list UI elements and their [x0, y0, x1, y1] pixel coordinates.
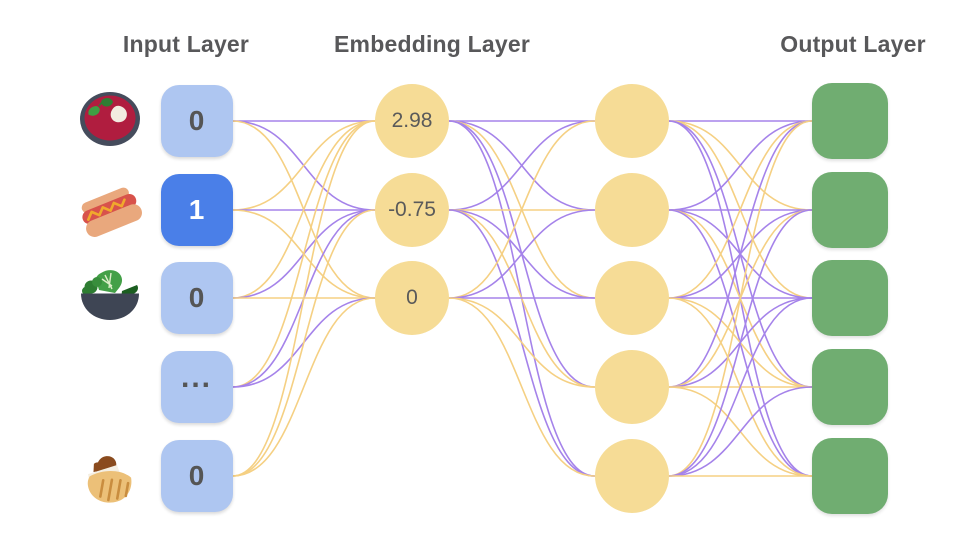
- input-node-4: ...: [160, 351, 233, 423]
- embedding-layer-title: Embedding Layer: [334, 31, 530, 57]
- embedding-node-3-value: 0: [406, 286, 418, 309]
- embedding-node-2-value: -0.75: [388, 198, 436, 221]
- salad-bowl-icon: [78, 264, 142, 328]
- embedding-node-1: 2.98: [375, 84, 449, 158]
- input-node-3: 0: [160, 262, 233, 334]
- output-node-2: [812, 172, 888, 248]
- edge-input5-embedding1: [231, 120, 376, 477]
- edge-input5-embedding2: [231, 209, 376, 477]
- edge-hidden4-output1: [667, 120, 813, 388]
- input-node-4-value: ...: [180, 360, 212, 394]
- edge-hidden5-output2: [667, 209, 813, 477]
- input-node-5: 0: [160, 440, 233, 512]
- embedding-node-2: -0.75: [375, 173, 449, 247]
- edge-hidden5-output3: [667, 297, 813, 477]
- edge-embedding3-hidden1: [448, 120, 596, 299]
- hidden-node-5: [594, 439, 669, 513]
- output-node-3: [812, 260, 888, 336]
- edge-input2-embedding1: [231, 120, 376, 211]
- input-node-5-value: 0: [188, 460, 205, 491]
- stuffed-pita-icon: [78, 450, 142, 514]
- input-node-2: 1: [160, 174, 233, 246]
- hot-dog-icon: [78, 180, 142, 244]
- output-node-5: [812, 438, 888, 514]
- output-node-4: [812, 349, 888, 425]
- borscht-soup-icon: [78, 86, 142, 150]
- edge-hidden5-output1: [667, 120, 813, 477]
- hidden-node-4: [594, 350, 669, 424]
- input-node-1-value: 0: [188, 105, 205, 136]
- edge-embedding3-hidden5: [448, 297, 596, 477]
- input-layer-title: Input Layer: [122, 31, 250, 57]
- hidden-node-3: [594, 261, 669, 335]
- edge-embedding3-hidden4: [448, 297, 596, 388]
- edge-embedding2-hidden1: [448, 120, 596, 211]
- edge-hidden2-output1: [667, 120, 813, 211]
- edge-input5-embedding3: [231, 297, 376, 477]
- hidden-node-1: [594, 84, 669, 158]
- edge-hidden3-output1: [667, 120, 813, 299]
- input-node-3-value: 0: [188, 282, 205, 313]
- input-node-2-value: 1: [188, 194, 205, 225]
- edge-embedding3-hidden2: [448, 209, 596, 299]
- edge-hidden5-output4: [667, 386, 813, 477]
- embedding-node-3: 0: [375, 261, 449, 335]
- edge-input4-embedding1: [231, 120, 376, 388]
- edge-input3-embedding1: [231, 120, 376, 299]
- hidden-node-2: [594, 173, 669, 247]
- embedding-node-1-value: 2.98: [391, 109, 433, 132]
- output-layer-title: Output Layer: [780, 31, 926, 57]
- input-node-1: 0: [160, 85, 233, 157]
- output-node-1: [812, 83, 888, 159]
